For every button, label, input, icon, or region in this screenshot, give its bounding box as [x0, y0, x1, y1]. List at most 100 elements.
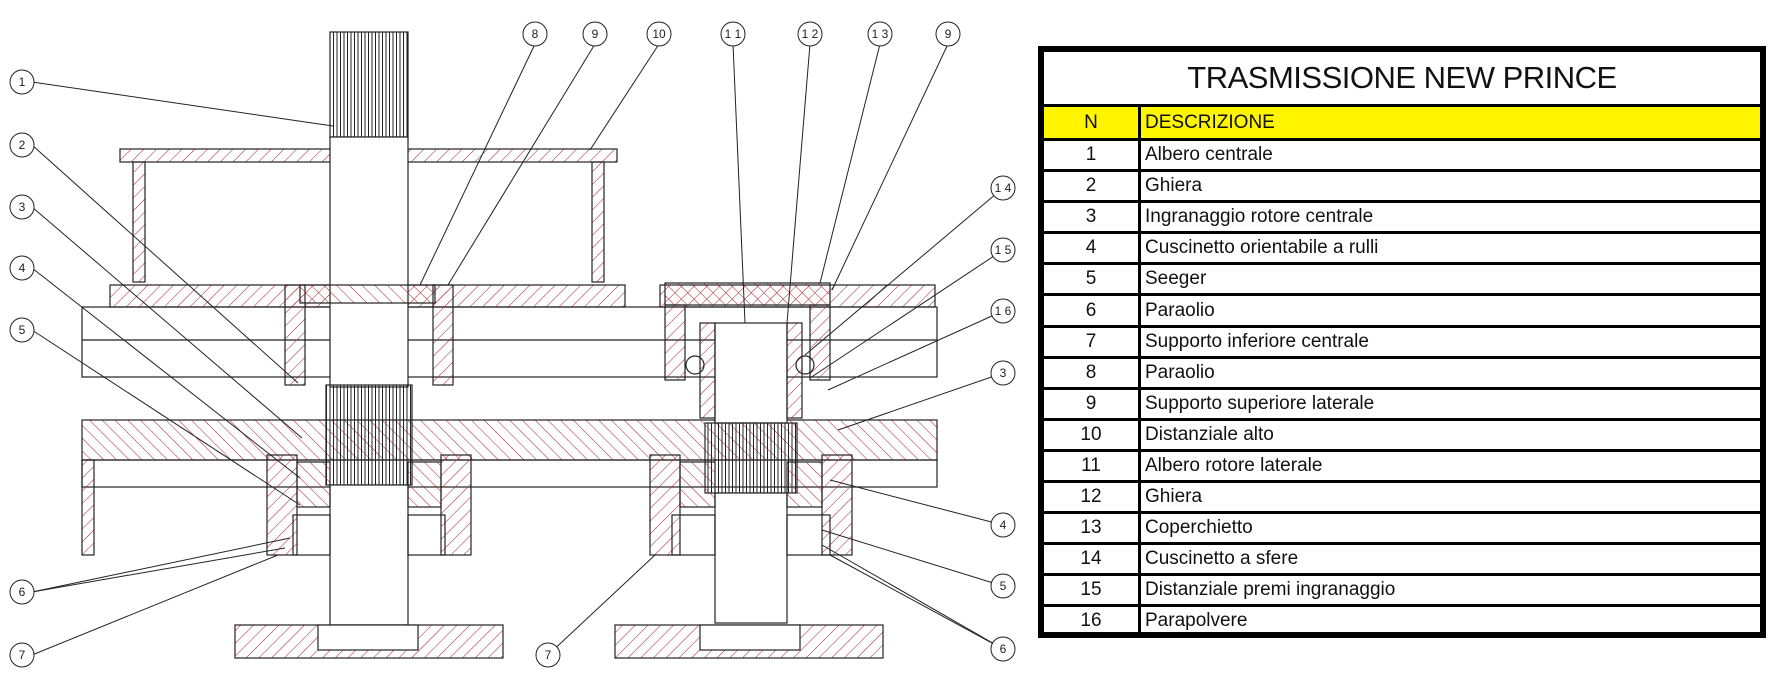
gear-plate: [81, 419, 938, 461]
ball-bearing-left: [685, 355, 705, 375]
lateral-cover: [664, 282, 831, 306]
callout-7: 7: [19, 648, 26, 662]
callout-8: 8: [532, 27, 539, 41]
lateral-bearing-right: [786, 461, 823, 508]
lateral-seal-left: [671, 514, 716, 556]
bom-item-description: Albero centrale: [1139, 139, 1760, 173]
bom-item-description: Paraolio: [1139, 357, 1760, 390]
bom-item-number: 4: [1044, 232, 1141, 266]
bom-item-number: 2: [1044, 170, 1141, 204]
callout-6: 6: [19, 585, 26, 599]
central-shaft-splines: [329, 31, 409, 138]
bom-item-description: Coperchietto: [1139, 512, 1760, 546]
bom-item-number: 8: [1044, 357, 1141, 390]
bom-item-description: Distanziale premi ingranaggio: [1139, 574, 1760, 608]
callout-12: 1 2: [802, 27, 819, 41]
bom-item-description: Parapolvere: [1145, 610, 1248, 632]
central-shaft-gear: [325, 384, 413, 486]
bom-item-number: 7: [1044, 326, 1141, 359]
bom-item-description: Seeger: [1139, 263, 1760, 297]
callout-13: 1 3: [872, 27, 889, 41]
bom-item-description: Supporto inferiore centrale: [1139, 326, 1760, 359]
callout-3: 3: [19, 200, 26, 214]
bom-item-description: Cuscinetto a sfere: [1139, 543, 1760, 577]
lateral-ring-nut: [699, 322, 716, 419]
bom-item-description: Ghiera: [1139, 170, 1760, 204]
central-shaft-lower: [329, 484, 409, 626]
bom-item-description: Ghiera: [1139, 481, 1760, 515]
callout-4-right: 4: [1000, 518, 1007, 532]
bom-header-n: N: [1044, 107, 1141, 141]
central-upper-seal: [299, 284, 436, 304]
bom-item-number: 11: [1044, 450, 1141, 484]
bom-item-description: Cuscinetto orientabile a rulli: [1139, 232, 1760, 266]
bom-title: TRASMISSIONE NEW PRINCE: [1044, 52, 1760, 107]
bom-item-number: 5: [1044, 263, 1141, 297]
lateral-shaft-lower: [714, 492, 788, 624]
lateral-seal-right: [786, 514, 831, 556]
callout-11: 1 1: [725, 27, 742, 41]
callout-14: 1 4: [995, 181, 1012, 195]
central-upper-support-right: [432, 284, 454, 386]
bom-item-number: 14: [1044, 543, 1141, 577]
housing-outline: [81, 306, 938, 378]
bom-item-number: 3: [1044, 201, 1141, 235]
central-bearing-left: [296, 461, 331, 508]
lateral-bearing-left: [679, 461, 716, 508]
callout-2: 2: [19, 138, 26, 152]
callout-10: 10: [652, 27, 666, 41]
bom-item-number: 1: [1044, 139, 1141, 173]
lateral-base-bore: [699, 624, 801, 651]
callout-9: 9: [592, 27, 599, 41]
lateral-lower-housing-left: [649, 454, 681, 556]
right-pillar: [591, 161, 605, 283]
central-shaft: [329, 136, 409, 388]
lateral-lower-housing-right: [821, 454, 853, 556]
callout-5-right: 5: [1000, 579, 1007, 593]
lateral-shaft-gear: [704, 422, 798, 494]
central-base-bore: [317, 624, 419, 651]
callout-4: 4: [19, 261, 26, 275]
lateral-ring-nut-right: [786, 322, 803, 419]
callout-16: 1 6: [995, 304, 1012, 318]
central-upper-support-left: [284, 284, 306, 386]
left-leg: [81, 459, 95, 556]
callout-5: 5: [19, 323, 26, 337]
callout-6-right: 6: [1000, 642, 1007, 656]
bom-item-number: 16: [1044, 605, 1141, 636]
cross-section-drawing: 1 2 3 4 5 6 7 8 9 10 1 1 1 2 1 3 9 1 4 1…: [9, 21, 1016, 668]
bom-item-description: Supporto superiore laterale: [1139, 388, 1760, 421]
bom-item-number: 10: [1044, 419, 1141, 452]
callout-7-right: 7: [545, 648, 552, 662]
ball-bearing-right: [795, 355, 815, 375]
central-seal-right: [407, 514, 446, 556]
callout-9-right: 9: [945, 27, 952, 41]
bom-item-number: 9: [1044, 388, 1141, 421]
callout-15: 1 5: [995, 243, 1012, 257]
bom-item-number: 12: [1044, 481, 1141, 515]
central-bearing-right: [407, 461, 442, 508]
left-pillar: [132, 161, 146, 283]
bom-item-description: Paraolio: [1139, 294, 1760, 328]
bom-item-description: Albero rotore laterale: [1139, 450, 1760, 484]
bom-item-description: Ingranaggio rotore centrale: [1139, 201, 1760, 235]
lateral-shaft: [714, 322, 788, 424]
callout-1: 1: [19, 75, 26, 89]
bom-item-number: 6: [1044, 294, 1141, 328]
